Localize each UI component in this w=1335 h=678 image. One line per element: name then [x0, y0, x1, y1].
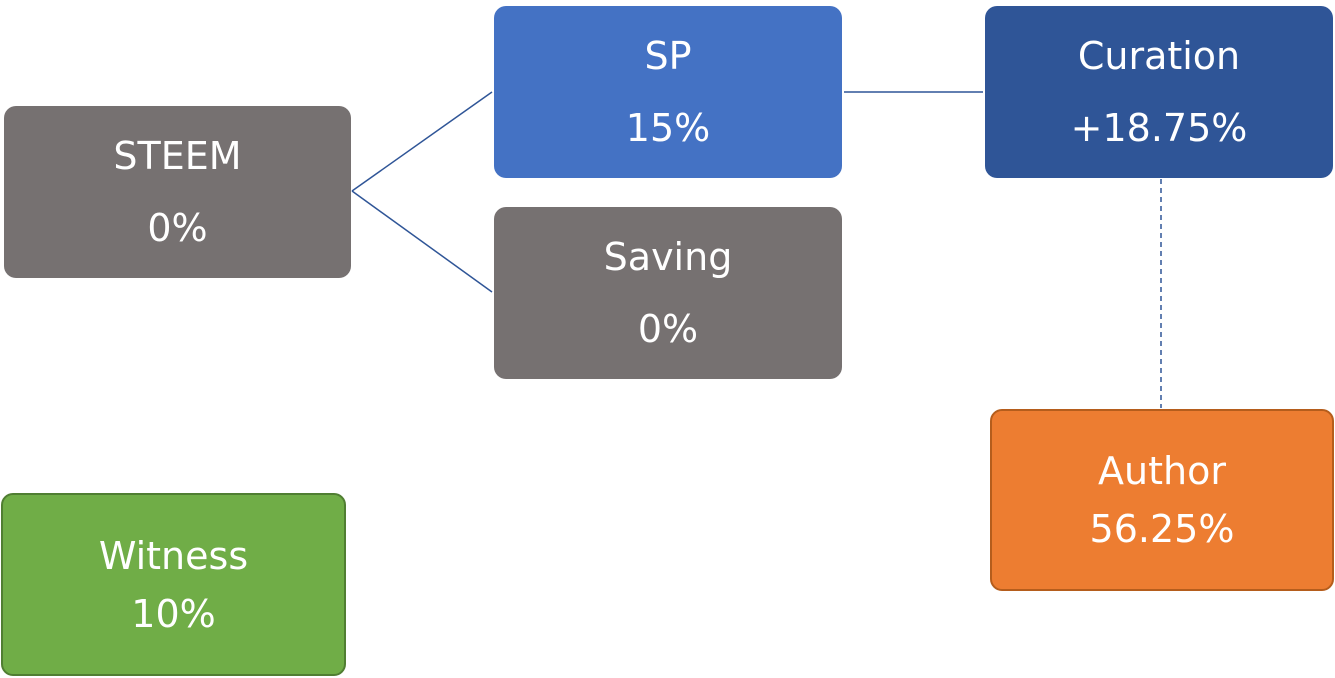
sp-node: SP 15%	[494, 6, 842, 178]
connector-steem-to-sp	[351, 91, 493, 192]
curation-node: Curation +18.75%	[985, 6, 1333, 178]
curation-label: Curation	[1077, 34, 1241, 78]
witness-label: Witness	[98, 533, 249, 578]
curation-value: +18.75%	[1070, 106, 1248, 150]
steem-node: STEEM 0%	[4, 106, 351, 278]
saving-value: 0%	[637, 307, 699, 351]
author-label: Author	[1098, 449, 1226, 493]
saving-label: Saving	[603, 235, 733, 279]
steem-value: 0%	[147, 206, 208, 250]
steem-label: STEEM	[113, 134, 242, 178]
saving-node: Saving 0%	[494, 207, 842, 379]
sp-label: SP	[644, 34, 692, 78]
author-value: 56.25%	[1089, 507, 1235, 551]
author-node: Author 56.25%	[990, 409, 1334, 591]
witness-value: 10%	[131, 591, 216, 636]
witness-node: Witness 10%	[1, 493, 346, 676]
connector-steem-to-saving	[351, 190, 493, 293]
sp-value: 15%	[625, 106, 711, 150]
